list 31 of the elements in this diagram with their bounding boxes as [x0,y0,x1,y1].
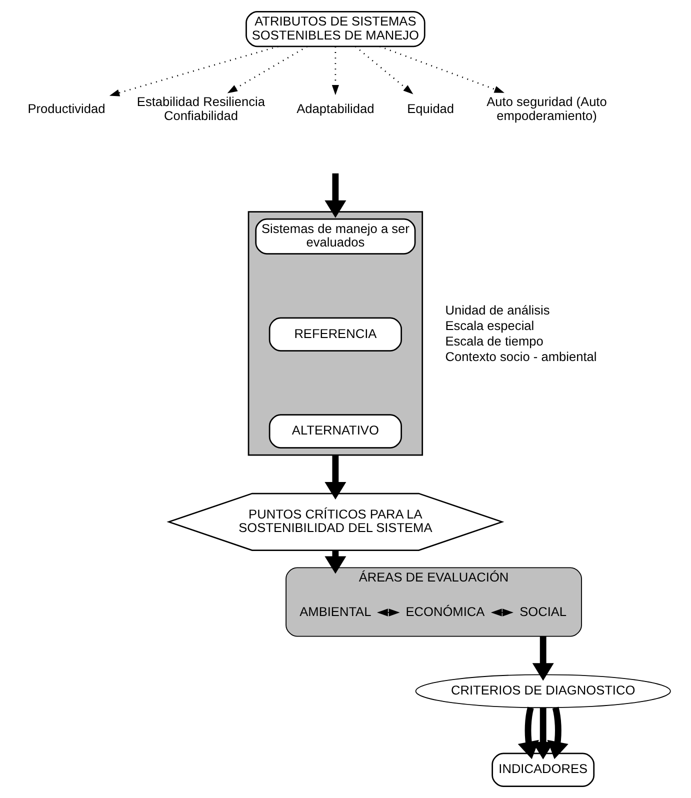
node-label: Escala de tiempo [444,334,543,349]
node-box: ALTERNATIVO [268,414,402,448]
node-text: Equidad [406,100,454,116]
cluster [247,211,423,456]
arrow [324,455,346,500]
node-box: REFERENCIA [268,317,402,352]
node-box: Sistemas de manejo a ser evaluados [254,218,416,255]
node-text: Auto seguridad (Auto empoderamiento) [486,94,606,123]
arrow [108,46,278,96]
arrow [517,706,538,760]
arrow [546,706,568,760]
node-ellipse: CRITERIOS DE DIAGNOSTICO [414,674,670,708]
arrow [324,173,346,218]
arrow [379,46,504,93]
arrow [354,46,413,94]
node-label: Unidad de análisis [444,302,550,318]
arrow [490,608,513,616]
node-label: Escala especial [444,318,534,333]
node-text: SOCIAL [519,604,566,619]
node-label: Contexto socio - ambiental [444,349,596,364]
node-text: Estabilidad Resiliencia Confiabilidad [136,94,264,123]
node-box: INDICADORES [491,752,594,787]
arrow [226,46,308,94]
node-box: ATRIBUTOS DE SISTEMAS SOSTENIBLES DE MANEJO [245,11,425,48]
node-text: Productividad [27,100,105,116]
node-text: ECONÓMICA [405,604,484,619]
arrow [532,636,554,681]
arrow [331,46,338,96]
node-text: AMBIENTAL [299,604,371,619]
node-text: Adaptabilidad [296,100,374,116]
arrow [376,608,400,616]
